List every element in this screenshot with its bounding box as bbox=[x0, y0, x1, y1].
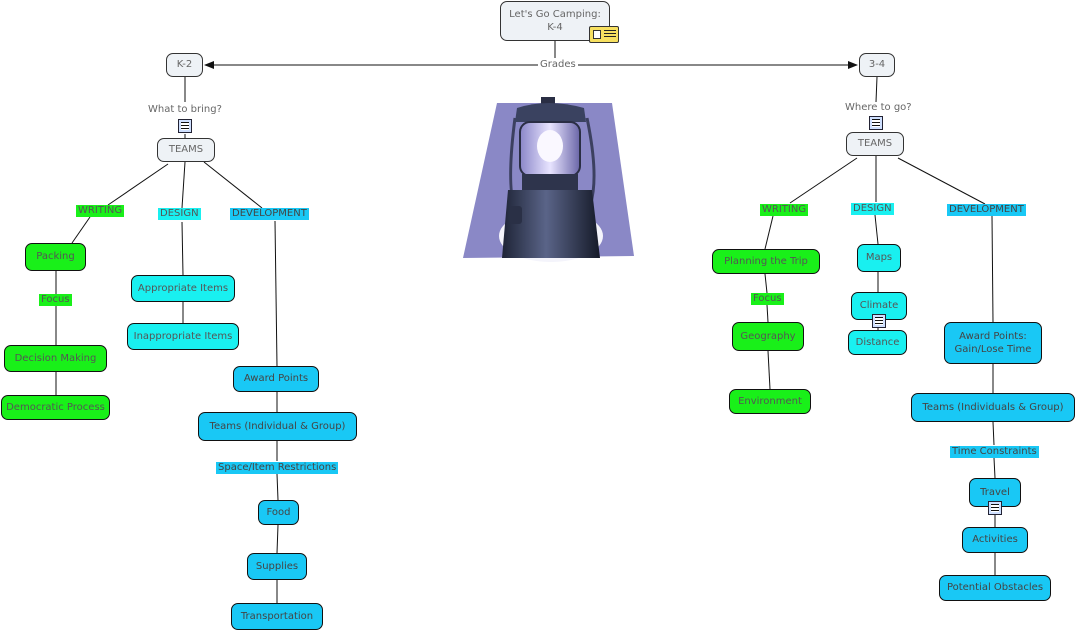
g34-writing-label: WRITING bbox=[760, 204, 809, 216]
link-label-where-to-go: Where to go? bbox=[843, 102, 914, 114]
g34-planning-trip[interactable]: Planning the Trip bbox=[712, 249, 820, 274]
k2-space-item-restrictions-label: Space/Item Restrictions bbox=[216, 462, 339, 474]
link-label-what-to-bring: What to bring? bbox=[146, 104, 224, 116]
g34-concept[interactable]: 3-4 bbox=[859, 53, 895, 77]
link-label-grades: Grades bbox=[538, 59, 578, 71]
document-icon[interactable] bbox=[869, 116, 883, 130]
g34-distance[interactable]: Distance bbox=[848, 330, 907, 355]
k2-packing[interactable]: Packing bbox=[25, 243, 86, 271]
k2-transportation[interactable]: Transportation bbox=[231, 603, 323, 630]
g34-development-label: DEVELOPMENT bbox=[947, 204, 1026, 216]
k2-teams[interactable]: TEAMS bbox=[157, 138, 215, 162]
k2-decision-making[interactable]: Decision Making bbox=[4, 345, 107, 372]
g34-focus-label: Focus bbox=[751, 293, 784, 305]
note-icon[interactable] bbox=[589, 26, 619, 43]
k2-food[interactable]: Food bbox=[258, 500, 299, 525]
k2-appropriate-items[interactable]: Appropriate Items bbox=[131, 275, 235, 302]
k2-development-label: DEVELOPMENT bbox=[230, 208, 309, 220]
k2-design-label: DESIGN bbox=[158, 208, 201, 220]
k2-teams-individual-group[interactable]: Teams (Individual & Group) bbox=[198, 412, 357, 441]
g34-teams-individuals-group[interactable]: Teams (Individuals & Group) bbox=[911, 393, 1075, 422]
document-icon[interactable] bbox=[178, 119, 192, 133]
k2-award-points[interactable]: Award Points bbox=[233, 366, 319, 392]
k2-democratic-process[interactable]: Democratic Process bbox=[1, 395, 110, 420]
g34-maps[interactable]: Maps bbox=[857, 244, 901, 272]
k2-concept[interactable]: K-2 bbox=[166, 53, 203, 77]
g34-award-points[interactable]: Award Points: Gain/Lose Time bbox=[944, 322, 1042, 364]
k2-inappropriate-items[interactable]: Inappropriate Items bbox=[127, 323, 239, 350]
g34-design-label: DESIGN bbox=[851, 203, 894, 215]
g34-teams[interactable]: TEAMS bbox=[846, 132, 904, 156]
g34-potential-obstacles[interactable]: Potential Obstacles bbox=[939, 575, 1051, 601]
g34-activities[interactable]: Activities bbox=[962, 527, 1028, 553]
lantern-image bbox=[463, 97, 634, 262]
g34-geography[interactable]: Geography bbox=[732, 322, 804, 351]
g34-environment[interactable]: Environment bbox=[729, 389, 811, 414]
document-icon[interactable] bbox=[872, 314, 886, 328]
document-icon[interactable] bbox=[988, 501, 1002, 515]
g34-time-constraints-label: Time Constraints bbox=[950, 446, 1039, 458]
k2-writing-label: WRITING bbox=[76, 205, 125, 217]
k2-supplies[interactable]: Supplies bbox=[247, 553, 307, 580]
k2-focus-label: Focus bbox=[39, 294, 72, 306]
